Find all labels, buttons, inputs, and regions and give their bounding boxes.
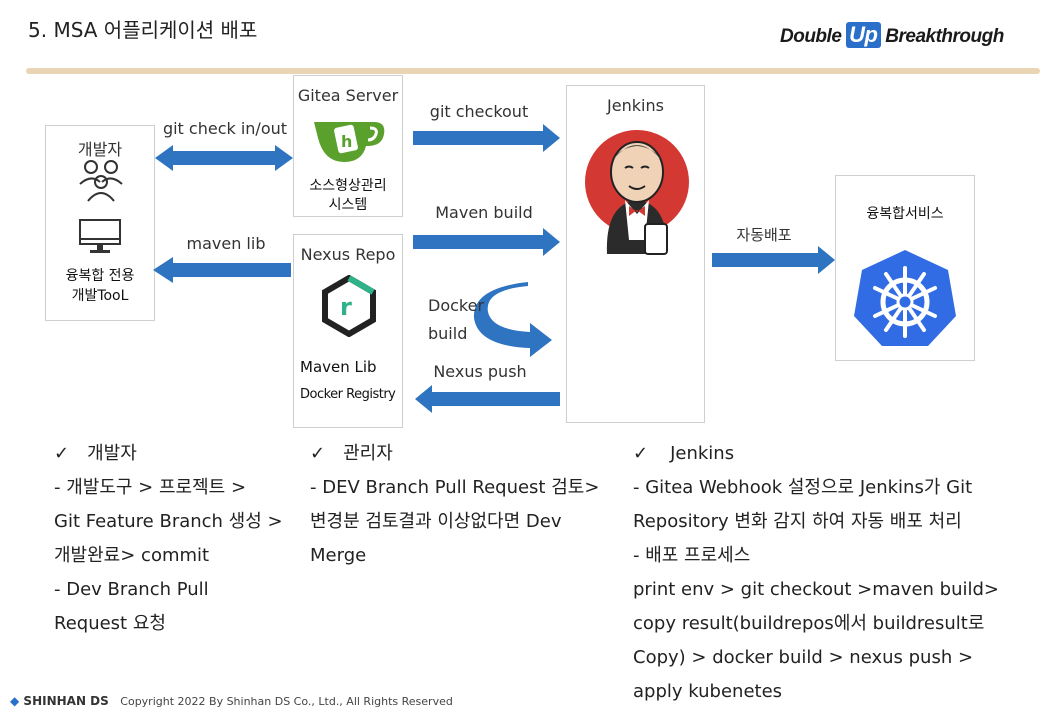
developer-note-line: Git Feature Branch 생성 >	[54, 511, 283, 532]
gitea-box: Gitea Server h 소스형상관리 시스템	[293, 75, 403, 217]
developer-notes-title: 개발자	[87, 443, 137, 464]
gitea-icon: h	[314, 122, 385, 162]
copyright-text: Copyright 2022 By Shinhan DS Co., Ltd., …	[120, 695, 453, 708]
jenkins-note-line: copy result(buildrepos에서 buildresult로	[633, 613, 985, 634]
monitor-icon	[79, 219, 121, 253]
footer: ◆ SHINHAN DS Copyright 2022 By Shinhan D…	[10, 694, 453, 708]
maven-build-arrow	[413, 228, 560, 256]
docker-build-label-1: Docker	[428, 296, 485, 315]
service-box: 융복합서비스	[835, 175, 975, 361]
gitea-caption-1: 소스형상관리	[309, 178, 387, 194]
jenkins-note-line: apply kubenetes	[633, 681, 783, 702]
jenkins-box: Jenkins	[566, 85, 705, 423]
developer-note-line: Request 요청	[54, 613, 166, 634]
git-check-label: git check in/out	[162, 119, 288, 138]
nexus-repo-icon: r	[322, 275, 376, 337]
admin-note-line: Merge	[310, 545, 367, 566]
auto-deploy-label: 자동배포	[736, 226, 792, 244]
company-logo: ◆ SHINHAN DS	[10, 694, 109, 708]
admin-note-line: - DEV Branch Pull Request 검토>	[310, 477, 600, 498]
jenkins-title: Jenkins	[607, 96, 664, 115]
check-icon: ✓	[54, 443, 70, 464]
nexus-push-label: Nexus push	[433, 362, 527, 381]
nexus-registry-label: Docker Registry	[300, 387, 396, 402]
jenkins-notes-title: Jenkins	[670, 443, 735, 464]
developer-caption-2: 개발TooL	[71, 288, 129, 304]
users-icon	[79, 160, 123, 202]
jenkins-note-line: print env > git checkout >maven build>	[633, 579, 999, 600]
admin-note-line: 변경분 검토결과 이상없다면 Dev	[310, 511, 562, 532]
developer-note-line: 개발완료> commit	[54, 545, 210, 566]
service-title: 융복합서비스	[866, 206, 944, 222]
jenkins-note-line: Repository 변화 감지 하여 자동 배포 처리	[633, 511, 962, 532]
developer-note-line: - 개발도구 > 프로젝트 >	[54, 477, 247, 498]
nexus-lib-label: Maven Lib	[300, 358, 377, 376]
jenkins-note-line: - 배포 프로세스	[633, 545, 751, 566]
admin-notes-title: 관리자	[343, 443, 393, 464]
brand-left: Double	[780, 26, 842, 47]
developer-note-line: - Dev Branch Pull	[54, 579, 209, 600]
nexus-push-arrow	[415, 385, 560, 413]
maven-lib-label: maven lib	[186, 234, 266, 253]
git-checkout-label: git checkout	[429, 102, 529, 121]
nexus-title: Nexus Repo	[300, 245, 396, 264]
developer-box: 개발자 융복합 전용 개발TooL	[45, 125, 155, 321]
admin-notes: ✓ 관리자 - DEV Branch Pull Request 검토> 변경분 검…	[310, 437, 610, 573]
jenkins-note-line: - Gitea Webhook 설정으로 Jenkins가 Git	[633, 477, 973, 498]
check-icon: ✓	[633, 443, 649, 464]
slide-title: 5. MSA 어플리케이션 배포	[28, 18, 258, 42]
kubernetes-icon	[854, 250, 956, 346]
gitea-caption-2: 시스템	[328, 197, 368, 213]
company-logo-mark: ◆	[10, 694, 20, 708]
header-divider	[26, 68, 1040, 74]
maven-lib-arrow	[153, 257, 291, 283]
maven-build-label: Maven build	[435, 203, 533, 222]
check-icon: ✓	[310, 443, 326, 464]
gitea-title: Gitea Server	[297, 86, 399, 105]
developer-title: 개발자	[77, 140, 123, 159]
developer-notes: ✓ 개발자 - 개발도구 > 프로젝트 > Git Feature Branch …	[54, 437, 314, 641]
brand-logo: Double Up Breakthrough	[780, 22, 1004, 48]
auto-deploy-arrow	[712, 246, 835, 274]
brand-right: Breakthrough	[885, 26, 1004, 47]
svg-text:r: r	[340, 293, 352, 321]
git-checkout-arrow	[413, 124, 560, 152]
docker-build-arrow	[473, 282, 552, 357]
git-check-arrow	[155, 145, 293, 171]
developer-caption-1: 융복합 전용	[65, 268, 135, 284]
jenkins-notes: ✓ Jenkins - Gitea Webhook 설정으로 Jenkins가 G…	[633, 437, 1038, 709]
svg-text:h: h	[341, 132, 352, 151]
jenkins-note-line: Copy) > docker build > nexus push >	[633, 647, 974, 668]
docker-build-label-2: build	[428, 324, 468, 343]
nexus-box: Nexus Repo r Maven Lib Docker Registry	[293, 234, 403, 428]
company-name: SHINHAN DS	[23, 694, 109, 708]
brand-up: Up	[846, 22, 881, 48]
jenkins-icon	[585, 130, 689, 255]
